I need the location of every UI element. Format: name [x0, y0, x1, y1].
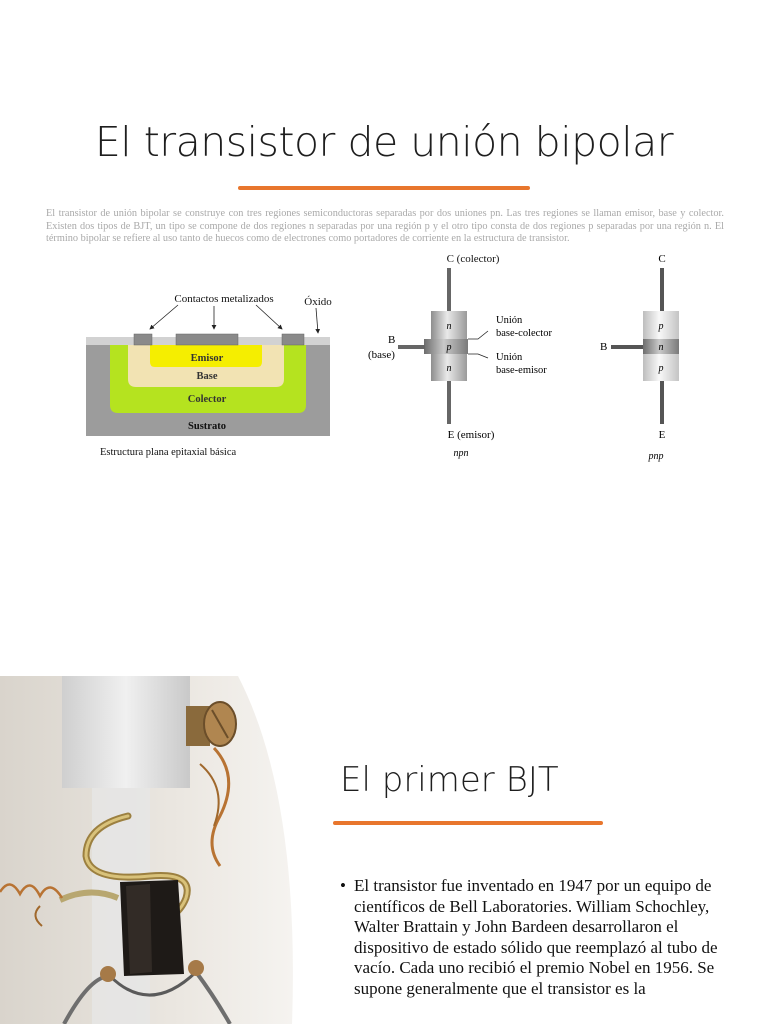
slide-title: El transistor de unión bipolar: [94, 118, 674, 166]
contacts-label: Contactos metalizados: [174, 293, 273, 305]
npn-bottom-region: n: [447, 363, 452, 374]
npn-collector-label: C (colector): [447, 253, 500, 265]
pnp-middle-region: n: [659, 342, 664, 353]
npn-transistor: C (colector) n p n B (base) Unión base-c…: [368, 253, 552, 459]
bullet-list: El transistor fue inventado en 1947 por …: [340, 876, 720, 999]
collector-label: Colector: [188, 394, 227, 405]
title-underline: [238, 186, 530, 190]
npn-base-label: B: [388, 334, 395, 346]
slide-first-bjt: El primer BJT El transistor fue inventad…: [0, 640, 768, 1024]
pnp-transistor: C p n p B E pnp: [600, 253, 679, 462]
slide-gap: [0, 600, 768, 640]
pnp-emitter-label: E: [659, 429, 666, 441]
structure-caption: Estructura plana epitaxial básica: [100, 447, 236, 458]
base-label: Base: [197, 371, 218, 382]
slide-bjt-structure: El transistor de unión bipolar El transi…: [46, 118, 724, 462]
junction-be-line2: base-emisor: [496, 365, 547, 376]
npn-caption: npn: [454, 448, 469, 459]
npn-middle-region: p: [446, 342, 452, 353]
pnp-top-region: p: [658, 321, 664, 332]
junction-bc-line2: base-colector: [496, 328, 552, 339]
pnp-base-label: B: [600, 341, 607, 353]
bullet-item: El transistor fue inventado en 1947 por …: [340, 876, 720, 999]
metal-contact: [281, 333, 305, 346]
pnp-collector-label: C: [658, 253, 665, 265]
oxide-label: Óxido: [304, 296, 332, 308]
npn-top-region: n: [447, 321, 452, 332]
junction-bc-line1: Unión: [496, 315, 523, 326]
title2-underline: [333, 821, 603, 825]
substrate-label: Sustrato: [188, 421, 226, 432]
bjt-diagram: Contactos metalizados Óxido Emisor Base …: [86, 253, 679, 462]
metal-contact: [175, 333, 239, 346]
emitter-label: Emisor: [191, 353, 224, 364]
first-transistor-photo: [0, 676, 293, 1024]
planar-structure: Contactos metalizados Óxido Emisor Base …: [86, 293, 332, 458]
npn-base-sub-label: (base): [368, 349, 395, 361]
emitter-layer: [150, 345, 262, 367]
pnp-caption: pnp: [648, 451, 664, 462]
intro-paragraph: El transistor de unión bipolar se constr…: [46, 208, 724, 245]
pnp-bottom-region: p: [658, 363, 664, 374]
npn-emitter-label: E (emisor): [448, 429, 495, 441]
slide2-title: El primer BJT: [340, 760, 559, 800]
junction-be-line1: Unión: [496, 352, 523, 363]
metal-contact: [133, 333, 153, 346]
